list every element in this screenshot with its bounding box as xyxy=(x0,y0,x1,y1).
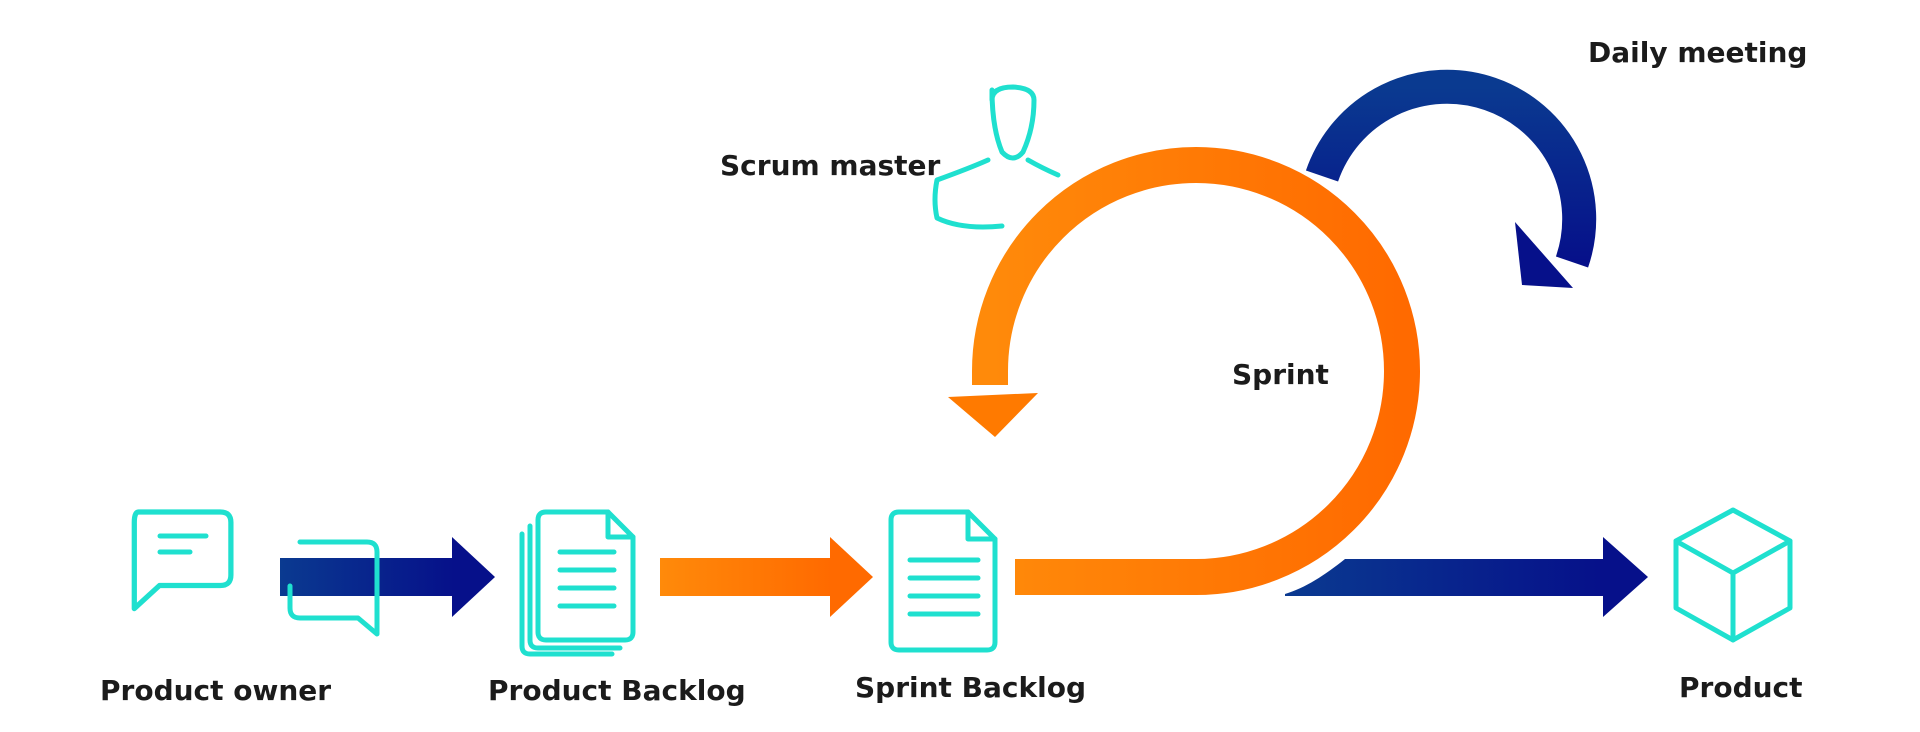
label-product-backlog: Product Backlog xyxy=(488,674,746,707)
label-product: Product xyxy=(1679,671,1803,704)
arrow-backlog-to-sprint-backlog xyxy=(660,537,873,617)
person-icon xyxy=(932,84,1061,230)
cube-icon xyxy=(1673,507,1793,643)
label-sprint: Sprint xyxy=(1232,358,1329,391)
chat-bubbles-icon xyxy=(131,509,380,637)
document-stack-icon xyxy=(519,509,636,657)
sprint-loop-arrow xyxy=(948,147,1420,596)
label-daily-meeting: Daily meeting xyxy=(1588,36,1807,69)
daily-meeting-loop-arrow xyxy=(1305,69,1597,288)
arrow-sprint-to-product xyxy=(1285,537,1648,617)
label-product-owner: Product owner xyxy=(100,674,331,707)
label-scrum-master: Scrum master xyxy=(720,149,941,182)
document-icon xyxy=(888,509,998,653)
label-sprint-backlog: Sprint Backlog xyxy=(855,671,1086,704)
arrow-owner-to-backlog xyxy=(280,537,495,617)
